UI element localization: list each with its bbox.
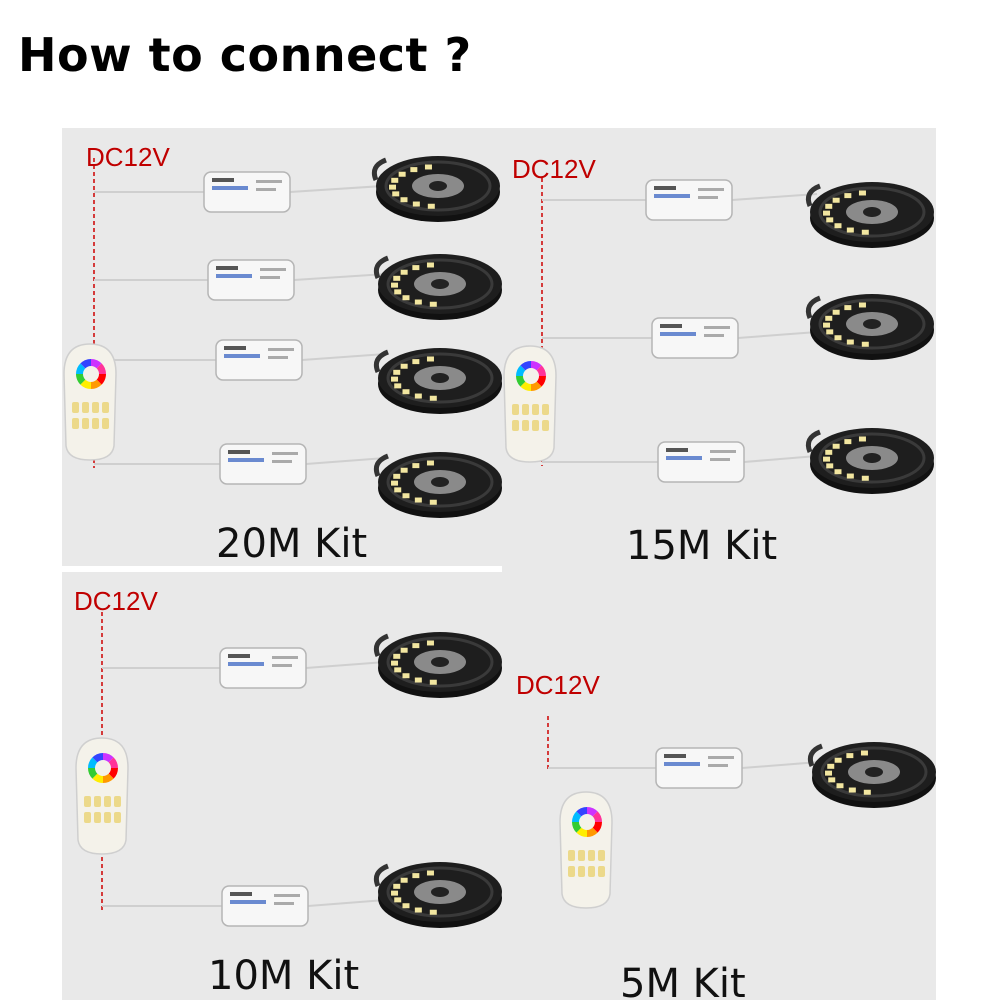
- dc12v-label: DC12V: [86, 142, 170, 172]
- strip-wire: [737, 331, 818, 339]
- strip-wire: [289, 185, 384, 193]
- led-strip-reel-icon: [371, 156, 500, 222]
- led-strip-reel-icon: [373, 254, 502, 320]
- wiring-diagram-15m: [503, 178, 934, 494]
- strip-wire: [305, 661, 386, 669]
- controller-box-icon: [215, 339, 303, 381]
- rgbw-remote-icon: [503, 345, 557, 463]
- led-strip-reel-icon: [373, 452, 502, 518]
- led-strip-reel-icon: [805, 428, 934, 494]
- controller-box-icon: [221, 885, 309, 927]
- controller-box-icon: [655, 747, 743, 789]
- dc12v-label: DC12V: [74, 586, 158, 616]
- rgbw-remote-icon: [559, 791, 613, 909]
- kit-panel-15m: DC12V 15M Kit: [502, 128, 936, 572]
- led-strip-reel-icon: [373, 862, 502, 928]
- led-strip-reel-icon: [373, 348, 502, 414]
- kit-panel-5m: DC12V 5M Kit: [502, 572, 936, 1000]
- kit-label-5m: 5M Kit: [620, 961, 746, 1000]
- strip-wire: [741, 761, 820, 769]
- led-strip-reel-icon: [373, 632, 502, 698]
- led-strip-reel-icon: [805, 182, 934, 248]
- strip-wire: [307, 899, 386, 907]
- dc12v-label: DC12V: [512, 154, 596, 184]
- strip-wire: [731, 193, 818, 201]
- controller-box-icon: [219, 647, 307, 689]
- led-strip-reel-icon: [805, 294, 934, 360]
- controller-box-icon: [207, 259, 295, 301]
- dc12v-label: DC12V: [516, 670, 600, 700]
- page-heading: How to connect ?: [18, 28, 472, 82]
- kit-panel-10m: DC12V 10M Kit: [62, 572, 502, 1000]
- rgbw-remote-icon: [63, 343, 117, 461]
- controller-box-icon: [651, 317, 739, 359]
- controller-box-icon: [657, 441, 745, 483]
- controller-box-icon: [203, 171, 291, 213]
- kit-label-15m: 15M Kit: [626, 523, 778, 569]
- controller-box-icon: [219, 443, 307, 485]
- strip-wire: [305, 457, 386, 465]
- led-strip-reel-icon: [807, 742, 936, 808]
- kit-label-10m: 10M Kit: [208, 953, 360, 999]
- wiring-diagram-20m: [63, 156, 502, 518]
- controller-box-icon: [645, 179, 733, 221]
- rgbw-remote-icon: [75, 737, 129, 855]
- strip-wire: [293, 273, 386, 281]
- wiring-diagram-10m: [75, 612, 502, 928]
- kit-panel-20m: DC12V 20M Kit: [62, 128, 502, 566]
- strip-wire: [301, 353, 386, 361]
- kit-label-20m: 20M Kit: [216, 521, 368, 566]
- strip-wire: [743, 455, 818, 463]
- wiring-diagram-5m: [547, 716, 936, 909]
